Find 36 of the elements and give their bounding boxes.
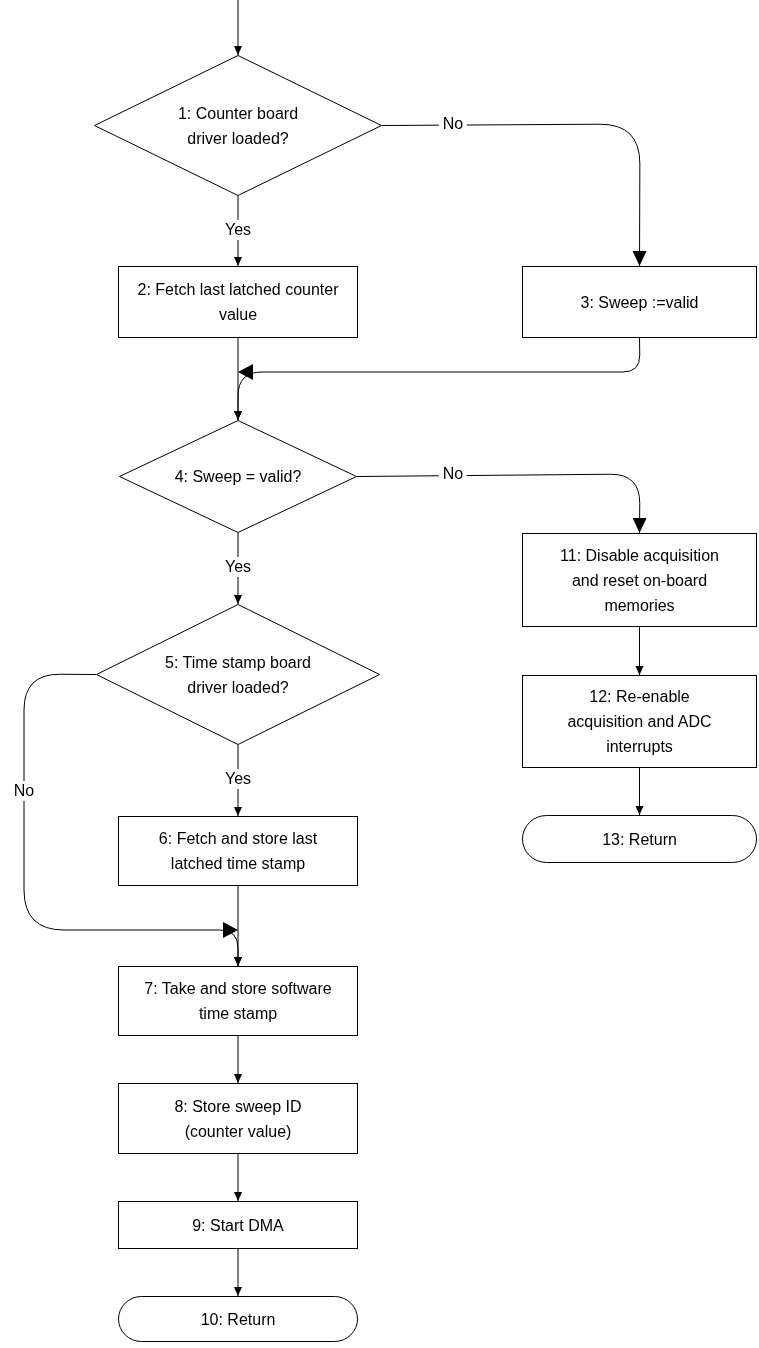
process-box (118, 266, 358, 338)
arrow (234, 0, 242, 56)
arrow (635, 626, 644, 676)
process-box (118, 816, 358, 886)
node-label: 13: Return (602, 829, 677, 850)
terminal-shape (118, 1296, 358, 1342)
node-label: 7: Take and store software time stamp (143, 979, 333, 1024)
node-label: 10: Return (200, 1309, 276, 1330)
decision-diamond (94, 55, 382, 196)
node-label: 11: Disable acquisition and reset on-board memories (559, 545, 720, 616)
node-label: 6: Fetch and store last latched time stamp (157, 829, 319, 874)
arrow (635, 767, 644, 816)
node-label: 1: Counter board driver loaded? (176, 103, 300, 149)
terminal-shape (522, 815, 757, 863)
decision-diamond (96, 604, 380, 745)
process-box (118, 1201, 358, 1249)
node-label: 9: Start DMA (192, 1215, 284, 1236)
arrow (234, 1153, 242, 1202)
arrow (234, 885, 242, 967)
process-box (118, 966, 358, 1036)
arrow (381, 123, 647, 267)
process-box (522, 533, 757, 627)
node-label: 8: Store sweep ID (counter value) (173, 1096, 303, 1142)
arrow (356, 473, 647, 534)
arrow (234, 1035, 242, 1084)
arrow (234, 337, 641, 421)
process-box (118, 1083, 358, 1154)
node-label: 12: Re-enable acquisition and ADC interrupts (566, 687, 713, 757)
decision-diamond (119, 420, 357, 533)
node-label: 5: Time stamp board driver loaded? (164, 652, 312, 698)
node-label: 4: Sweep = valid? (174, 467, 302, 487)
process-box (522, 266, 757, 338)
arrow (234, 1248, 242, 1297)
node-label: 2: Fetch last latched counter value (136, 280, 340, 325)
process-box (522, 675, 757, 768)
node-label: 3: Sweep :=valid (580, 292, 699, 313)
